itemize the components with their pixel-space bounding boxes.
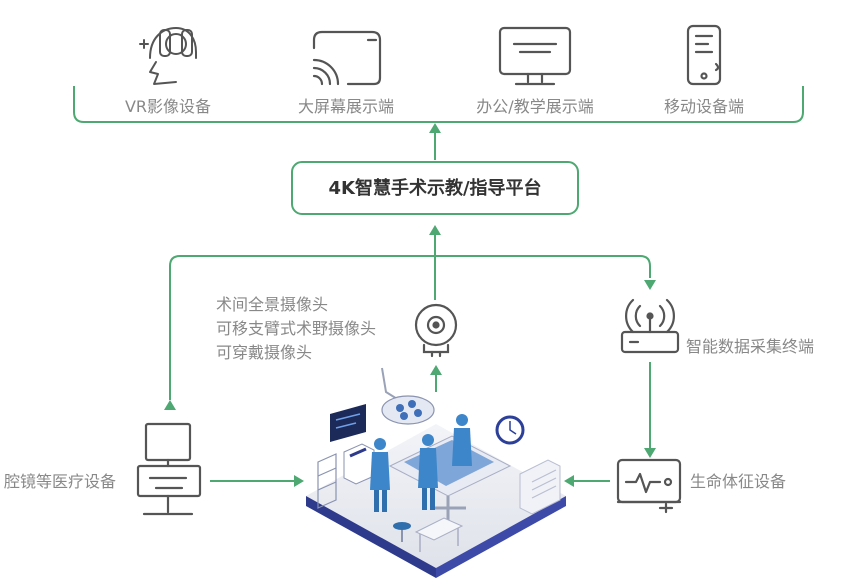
device-label-mobile: 移动设备端 [664,97,744,116]
arrowhead-up [429,225,441,235]
operating-room-illustration [306,367,566,578]
device-bracket-line [73,86,804,123]
vr-headset-icon [139,27,197,85]
router-icon [620,298,680,354]
cast-screen-icon [312,30,382,86]
arrowhead-right [294,475,304,487]
camera-line-3: 可穿戴摄像头 [216,343,312,362]
device-label-big-screen: 大屏幕展示端 [298,97,394,116]
platform-title: 4K智慧手术示教/指导平台 [328,177,541,199]
arrowhead-left [564,475,574,487]
endoscope-cart-icon [136,422,202,516]
vital-monitor-icon [616,458,682,514]
mobile-phone-icon [686,24,722,86]
platform-box [291,161,579,215]
camera-line-1: 术间全景摄像头 [216,295,328,314]
branch-bracket-line [169,255,651,400]
arrowhead-up [429,123,441,133]
device-label-office-display: 办公/教学展示端 [476,97,593,116]
vitals-label: 生命体征设备 [690,472,786,491]
monitor-icon [498,26,572,86]
endoscope-label: 腔镜等医疗设备 [4,472,116,491]
arrowhead-up [164,400,176,410]
terminal-label: 智能数据采集终端 [686,337,814,356]
camera-line-2: 可移支臂式术野摄像头 [216,319,376,338]
webcam-icon [414,303,458,358]
arrowhead-down [644,448,656,458]
device-label-vr: VR影像设备 [125,97,211,116]
arrowhead-up [430,365,442,375]
arrowhead-down [644,280,656,290]
